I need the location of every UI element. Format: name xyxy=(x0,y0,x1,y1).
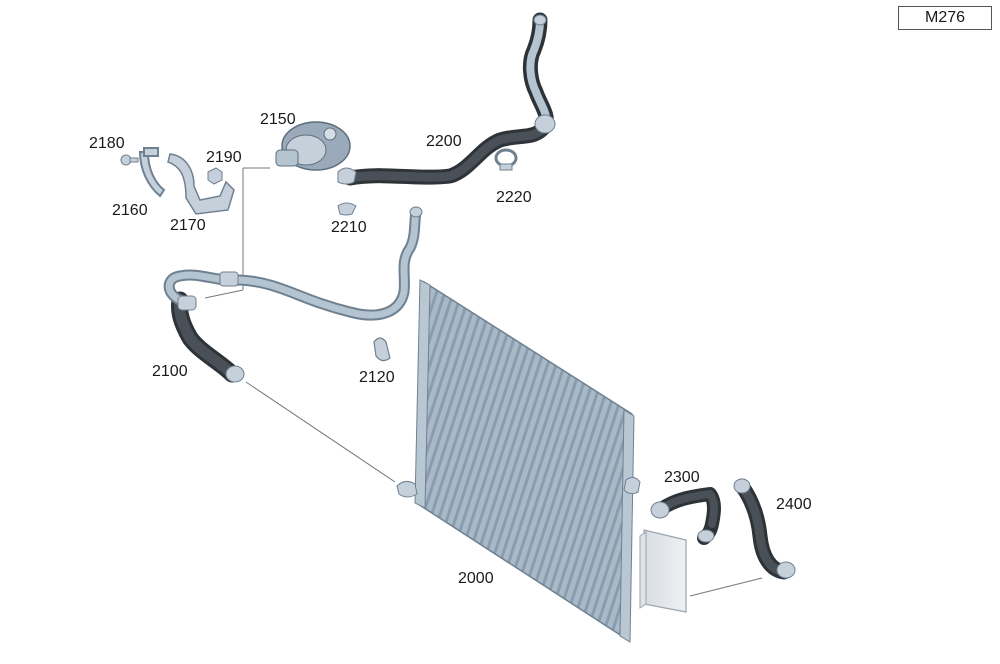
bolt-2180 xyxy=(120,154,139,166)
bracket-2160 xyxy=(138,147,166,198)
callout-2200: 2200 xyxy=(426,133,462,150)
callout-2150: 2150 xyxy=(260,111,296,128)
callout-2100: 2100 xyxy=(152,363,188,380)
model-code-label: M276 xyxy=(898,6,992,30)
clip-2210 xyxy=(337,202,357,216)
callout-2180: 2180 xyxy=(89,135,125,152)
hose-2200 xyxy=(337,12,556,186)
callout-2220: 2220 xyxy=(496,189,532,206)
nut-2190 xyxy=(207,167,223,185)
bracket-2170 xyxy=(167,153,235,215)
hose-2100 xyxy=(163,206,423,383)
callout-2120: 2120 xyxy=(359,369,395,386)
callouts: 2000 2100 2120 2150 2160 2170 2180 2190 … xyxy=(89,111,812,587)
clamp-2220 xyxy=(494,148,518,171)
callout-2210: 2210 xyxy=(331,219,367,236)
hose-2400 xyxy=(733,478,796,580)
callout-2190: 2190 xyxy=(206,149,242,166)
cooler-module xyxy=(639,529,687,613)
clamp-2120 xyxy=(373,337,391,362)
radiator-2000 xyxy=(396,279,641,643)
callout-2000: 2000 xyxy=(458,570,494,587)
callout-2160: 2160 xyxy=(112,202,148,219)
water-pump-2150 xyxy=(275,121,351,171)
leader-lines xyxy=(204,167,763,597)
hose-2300 xyxy=(650,487,721,545)
callout-2300: 2300 xyxy=(664,469,700,486)
callout-2400: 2400 xyxy=(776,496,812,513)
callout-2170: 2170 xyxy=(170,217,206,234)
